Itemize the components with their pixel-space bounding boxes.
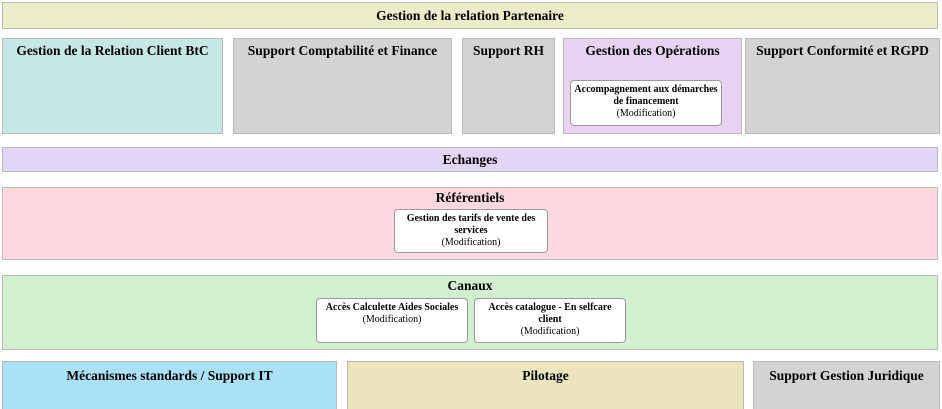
block-title: Support RH [473, 43, 544, 58]
block-support-rh: Support RH [462, 38, 555, 134]
block-title: Mécanismes standards / Support IT [66, 368, 273, 383]
item-title: Accompagnement aux démarches de financem… [574, 84, 718, 107]
band-label: Echanges [442, 152, 498, 167]
block-support-comptabilite-finance: Support Comptabilité et Finance [233, 38, 452, 134]
item-acces-calculette-aides-sociales: Accès Calculette Aides Sociales (Modific… [316, 298, 468, 343]
item-gestion-tarifs-vente-services: Gestion des tarifs de vente des services… [394, 209, 548, 253]
item-accompagnement-demarches-financement: Accompagnement aux démarches de financem… [570, 80, 722, 126]
block-title: Support Comptabilité et Finance [247, 43, 438, 58]
block-support-conformite-rgpd: Support Conformité et RGPD [745, 38, 940, 134]
block-title: Pilotage [522, 368, 569, 383]
block-support-gestion-juridique: Support Gestion Juridique [753, 361, 940, 409]
block-title: Gestion de la Relation Client BtC [16, 43, 209, 58]
band-canaux: Canaux Accès Calculette Aides Sociales (… [2, 275, 938, 350]
block-title: Support Conformité et RGPD [756, 43, 929, 58]
band-echanges: Echanges [2, 147, 938, 172]
band-label: Canaux [447, 278, 493, 293]
band-referentiels: Référentiels Gestion des tarifs de vente… [2, 187, 938, 260]
block-mecanismes-standards-support-it: Mécanismes standards / Support IT [2, 361, 337, 409]
header-band-relation-partenaire: Gestion de la relation Partenaire [2, 2, 938, 29]
block-title: Gestion des Opérations [585, 43, 720, 58]
block-gestion-relation-client-btc: Gestion de la Relation Client BtC [2, 38, 223, 134]
item-modification-tag: (Modification) [520, 326, 580, 337]
header-band-label: Gestion de la relation Partenaire [376, 8, 564, 23]
block-pilotage: Pilotage [347, 361, 744, 409]
band-label: Référentiels [435, 190, 505, 205]
block-gestion-des-operations: Gestion des Opérations Accompagnement au… [563, 38, 742, 134]
item-modification-tag: (Modification) [441, 237, 501, 248]
item-title: Accès Calculette Aides Sociales [325, 302, 459, 313]
item-modification-tag: (Modification) [362, 314, 422, 325]
block-title: Support Gestion Juridique [769, 368, 924, 383]
item-title: Gestion des tarifs de vente des services [406, 213, 536, 236]
item-acces-catalogue-selfcare-client: Accès catalogue - En selfcare client (Mo… [474, 298, 626, 343]
item-modification-tag: (Modification) [616, 108, 676, 119]
item-title: Accès catalogue - En selfcare client [488, 302, 612, 325]
